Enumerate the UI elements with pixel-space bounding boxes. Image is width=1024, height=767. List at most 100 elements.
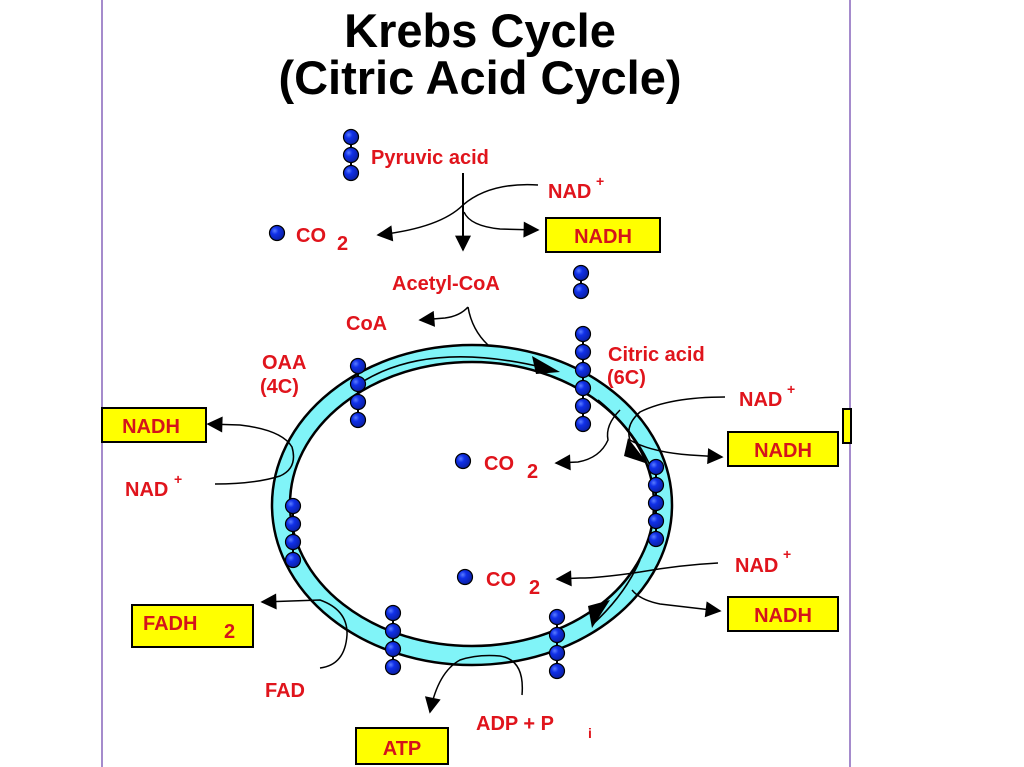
slide-border-right — [849, 0, 851, 767]
carbon-atom-dot — [342, 164, 360, 182]
svg-text:NAD: NAD — [125, 479, 168, 501]
pyruvic-acid-carbons — [342, 128, 360, 182]
right-lower-nadh-pathway — [555, 562, 722, 618]
box-nadh-right-upper: NADH — [727, 431, 839, 467]
arrow-ring-right-icon — [624, 438, 648, 464]
label-citric-carbons: (6C) — [607, 367, 646, 389]
carbon-atom-dot — [284, 533, 302, 551]
carbon-atom-dot — [574, 343, 592, 361]
citric-acid-carbons — [574, 325, 592, 433]
diagram-title: Krebs Cycle — [344, 4, 616, 57]
carbon-atom-dot — [384, 604, 402, 622]
oaa-carbons — [349, 357, 367, 429]
arrow-to-citric-icon — [532, 356, 560, 374]
svg-text:2: 2 — [224, 621, 235, 643]
carbon-atom-dot — [384, 622, 402, 640]
svg-text:+: + — [783, 546, 791, 562]
label-oaa: OAA — [262, 352, 306, 374]
label-co2-lower: CO 2 — [486, 569, 540, 599]
carbon-atom-dot — [574, 397, 592, 415]
carbon-atom-dot — [574, 415, 592, 433]
co2-top-carbon — [268, 224, 286, 242]
box-atp: ATP — [355, 727, 449, 765]
label-oaa-carbons: (4C) — [260, 376, 299, 398]
carbon-dots — [268, 128, 665, 680]
carbon-atom-dot — [349, 393, 367, 411]
coa-pathway — [418, 306, 489, 346]
label-co2-mid: CO 2 — [484, 453, 538, 483]
box-nadh-left: NADH — [101, 407, 207, 443]
carbon-atom-dot — [284, 515, 302, 533]
svg-text:FADH: FADH — [143, 613, 197, 635]
slide-border-left — [101, 0, 103, 767]
carbon-atom-dot — [349, 357, 367, 375]
svg-text:NAD: NAD — [548, 181, 591, 203]
fad-pathway — [260, 593, 348, 669]
svg-text:+: + — [596, 173, 604, 189]
svg-text:NADH: NADH — [754, 605, 812, 627]
atp-pathway — [424, 654, 524, 714]
carbon-atom-dot — [572, 282, 590, 300]
svg-text:NADH: NADH — [754, 440, 812, 462]
ring-bottom-right-carbons — [548, 608, 566, 680]
carbon-atom-dot — [349, 375, 367, 393]
box-fadh2: FADH 2 — [131, 604, 254, 648]
box-nadh-right-lower: NADH — [727, 596, 839, 632]
right-upper-nadh-pathway — [628, 396, 726, 465]
carbon-atom-dot — [647, 458, 665, 476]
svg-text:NAD: NAD — [735, 555, 778, 577]
carbon-atom-dot — [548, 608, 566, 626]
svg-text:+: + — [787, 381, 795, 397]
label-citric-acid: Citric acid — [608, 344, 705, 366]
label-nad-right-lower: NAD + — [735, 546, 791, 577]
mid-co2-pathway — [554, 409, 621, 471]
label-co2-top: CO 2 — [296, 225, 348, 255]
co2-lower-carbon — [456, 568, 474, 586]
cycle-ring — [270, 343, 674, 667]
svg-text:NAD: NAD — [739, 389, 782, 411]
carbon-atom-dot — [647, 494, 665, 512]
carbon-atom-dot — [284, 551, 302, 569]
svg-text:+: + — [174, 471, 182, 487]
svg-text:i: i — [588, 725, 592, 741]
box-offslide-partial — [842, 408, 852, 444]
carbon-atom-dot — [574, 325, 592, 343]
ring-right-carbons — [647, 458, 665, 548]
carbon-atom-dot — [342, 146, 360, 164]
carbon-atom-dot — [384, 658, 402, 676]
carbon-atom-dot — [284, 497, 302, 515]
svg-text:2: 2 — [529, 577, 540, 599]
co2-mid-carbon — [454, 452, 472, 470]
carbon-atom-dot — [384, 640, 402, 658]
svg-text:ATP: ATP — [383, 738, 422, 760]
svg-text:NADH: NADH — [122, 416, 180, 438]
carbon-atom-dot — [647, 530, 665, 548]
box-nadh-top: NADH — [545, 217, 661, 253]
pyruvate-pathway — [376, 173, 540, 252]
label-nad-left: NAD + — [125, 471, 182, 501]
acetyl-coa-carbons — [572, 264, 590, 300]
label-pyruvic-acid: Pyruvic acid — [371, 147, 489, 169]
left-nadh-pathway — [206, 416, 295, 485]
svg-text:CO: CO — [484, 453, 514, 475]
svg-text:CO: CO — [486, 569, 516, 591]
carbon-atom-dot — [456, 568, 474, 586]
label-adp-pi: ADP + P i — [476, 713, 592, 741]
label-coa: CoA — [346, 313, 387, 335]
carbon-atom-dot — [647, 476, 665, 494]
ring-arrowheads — [532, 356, 648, 628]
svg-text:2: 2 — [527, 461, 538, 483]
ring-left-carbons — [284, 497, 302, 569]
carbon-atom-dot — [349, 411, 367, 429]
label-fad: FAD — [265, 680, 305, 702]
label-nad-top: NAD + — [548, 173, 604, 203]
carbon-atom-dot — [548, 626, 566, 644]
arrow-ring-lower-icon — [588, 600, 610, 628]
label-acetyl-coa: Acetyl-CoA — [392, 273, 500, 295]
carbon-atom-dot — [454, 452, 472, 470]
carbon-atom-dot — [574, 379, 592, 397]
svg-text:NADH: NADH — [574, 226, 632, 248]
diagram-subtitle: (Citric Acid Cycle) — [278, 51, 682, 104]
label-nad-right-upper: NAD + — [739, 381, 795, 411]
